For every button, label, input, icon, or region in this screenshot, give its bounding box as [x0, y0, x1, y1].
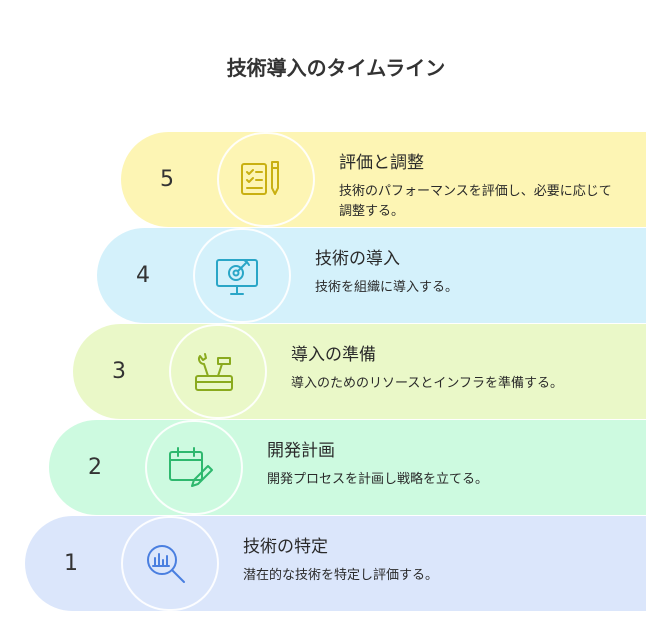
checklist-pen-icon	[241, 161, 279, 195]
step-4-number: 4	[136, 263, 150, 288]
step-3: 3 導入の準備 導入のためのリソースとインフラを準備する。	[73, 324, 646, 419]
step-2-description: 開発プロセスを計画し戦略を立てる。	[267, 472, 489, 487]
step-2-number: 2	[88, 455, 102, 480]
step-1: 1 技術の特定 潜在的な技術を特定し評価する。	[25, 516, 646, 611]
step-5: 5 評価と調整 技術のパフォーマンスを評価し、必要に応じて調整する。	[121, 132, 646, 227]
step-3-description: 導入のためのリソースとインフラを準備する。	[291, 376, 563, 391]
magnify-chart-icon	[147, 545, 185, 583]
step-3-heading: 導入の準備	[291, 345, 376, 365]
toolbox-icon	[195, 353, 233, 391]
step-5-heading: 評価と調整	[339, 153, 424, 173]
step-5-description: 技術のパフォーマンスを評価し、必要に応じて調整する。	[339, 184, 612, 219]
step-3-divider	[169, 324, 267, 419]
step-1-divider	[121, 516, 219, 611]
calendar-pen-icon	[169, 447, 213, 487]
step-2-heading: 開発計画	[267, 441, 335, 461]
step-1-number: 1	[64, 551, 78, 576]
step-3-number: 3	[112, 359, 126, 384]
step-5-number: 5	[160, 167, 174, 192]
step-1-heading: 技術の特定	[243, 537, 328, 557]
step-4-description: 技術を組織に導入する。	[315, 280, 459, 295]
step-1-description: 潜在的な技術を特定し評価する。	[243, 568, 439, 583]
step-4: 4 技術の導入 技術を組織に導入する。	[97, 228, 646, 323]
diagram-title: 技術導入のタイムライン	[226, 56, 446, 80]
monitor-target-icon	[216, 259, 258, 295]
step-2-divider	[145, 420, 243, 515]
step-2: 2 開発計画 開発プロセスを計画し戦略を立てる。	[49, 420, 646, 515]
step-4-heading: 技術の導入	[315, 249, 400, 269]
step-5-divider	[217, 132, 315, 227]
